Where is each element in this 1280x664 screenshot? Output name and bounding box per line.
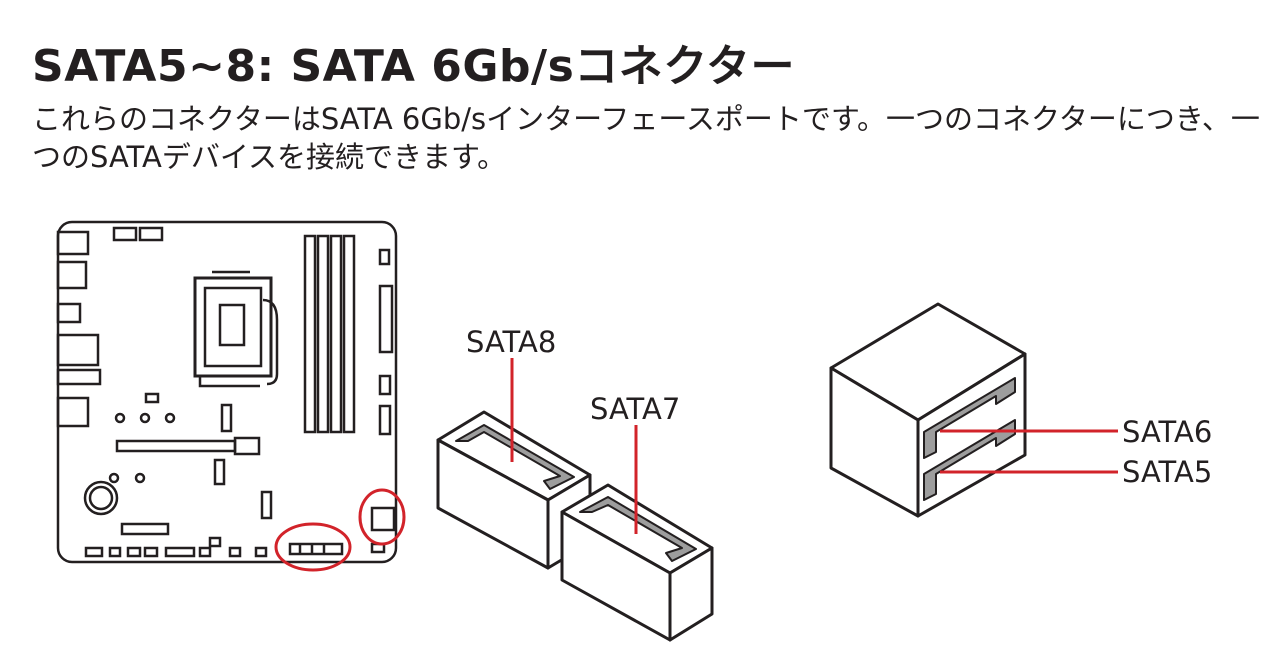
page-title: SATA5~8: SATA 6Gb/sコネクター (32, 41, 796, 92)
page-description: これらのコネクターはSATA 6Gb/sインターフェースポートです。一つのコネク… (32, 102, 1260, 174)
sata7-label: SATA7 (590, 392, 680, 426)
sata5-6-connector (829, 302, 1027, 518)
sata5-label: SATA5 (1122, 455, 1212, 489)
highlight-marks (274, 488, 406, 572)
sata8-label: SATA8 (466, 325, 556, 359)
leader-lines (510, 358, 1118, 534)
motherboard-illustration (56, 220, 398, 564)
sata6-label: SATA6 (1122, 415, 1212, 449)
